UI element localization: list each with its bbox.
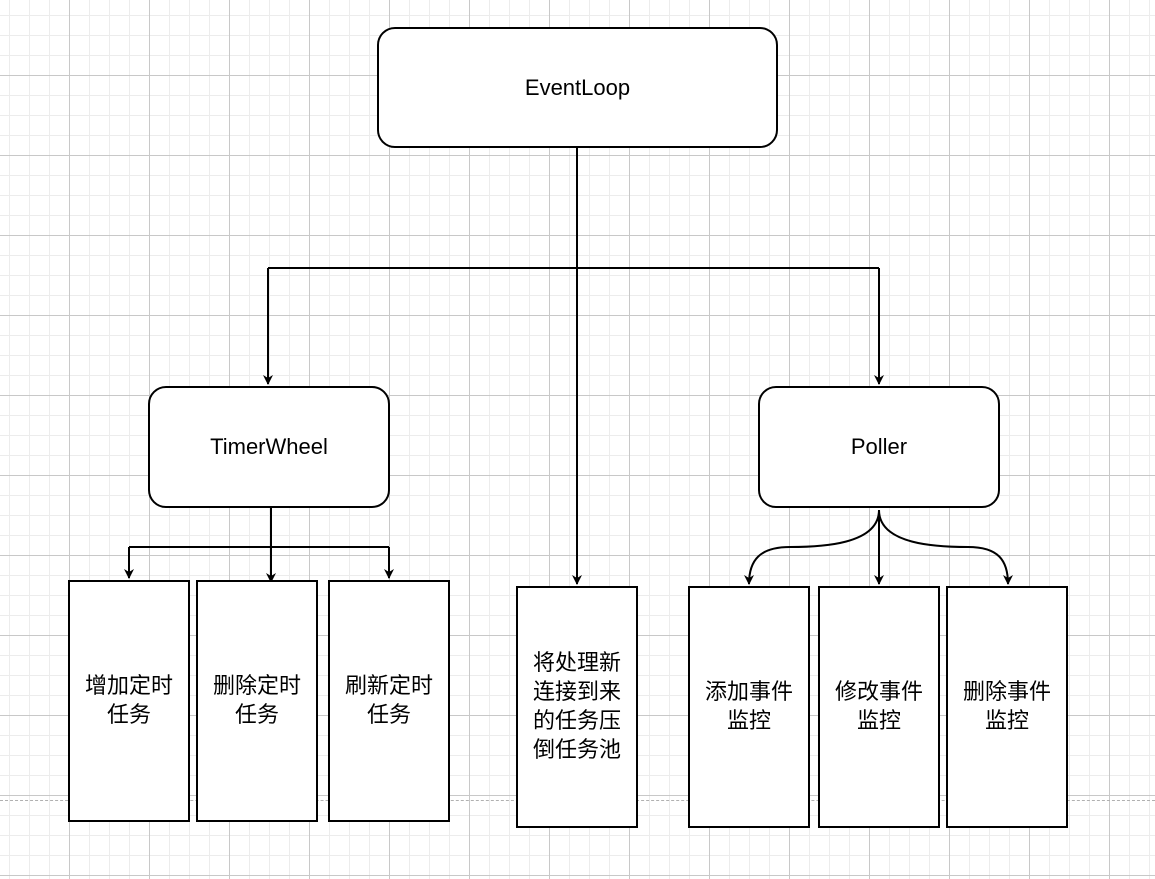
poller-delete-event-node[interactable]: 删除事件监控 [946, 586, 1068, 828]
timerwheel-label: TimerWheel [210, 434, 328, 459]
timer-refresh-task-node[interactable]: 刷新定时任务 [328, 580, 450, 822]
eventloop-node[interactable]: EventLoop [377, 27, 778, 148]
poller-add-event-node[interactable]: 添加事件监控 [688, 586, 810, 828]
arrow-poller-to-delete-event [878, 509, 1013, 585]
poller-add-event-label: 添加事件监控 [704, 680, 793, 734]
poller-delete-event-label: 删除事件监控 [962, 680, 1051, 734]
poller-node[interactable]: Poller [758, 386, 1000, 508]
task-pool-label: 将处理新连接到来的任务压倒任务池 [532, 651, 621, 763]
timer-delete-task-label: 删除定时任务 [212, 674, 301, 728]
timerwheel-node[interactable]: TimerWheel [148, 386, 390, 508]
timer-add-task-label: 增加定时任务 [84, 674, 173, 728]
poller-modify-event-node[interactable]: 修改事件监控 [818, 586, 940, 828]
timer-add-task-node[interactable]: 增加定时任务 [68, 580, 190, 822]
poller-modify-event-label: 修改事件监控 [834, 680, 923, 734]
poller-label: Poller [850, 434, 908, 459]
task-pool-node[interactable]: 将处理新连接到来的任务压倒任务池 [516, 586, 638, 828]
timer-delete-task-node[interactable]: 删除定时任务 [196, 580, 318, 822]
eventloop-label: EventLoop [524, 74, 631, 100]
arrow-poller-to-add-event [744, 509, 880, 585]
timer-refresh-task-label: 刷新定时任务 [344, 674, 433, 728]
